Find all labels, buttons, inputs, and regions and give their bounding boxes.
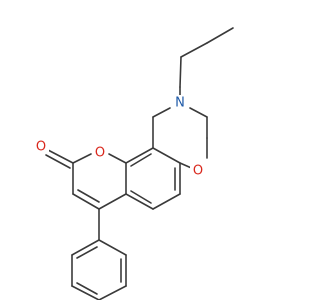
oxazine-oxygen-label: O [193, 164, 203, 179]
bond-ph-inner-3 [76, 246, 98, 259]
bond-butyl-2 [180, 42, 208, 58]
bond-ar-inner-2 [130, 190, 152, 204]
oxazine-o-label-mask [190, 163, 206, 179]
bond-ph-3 [98, 285, 127, 300]
nitrogen-label: N [175, 96, 185, 111]
bond-n-ch2-right [189, 107, 208, 118]
bond-butyl-3 [179, 56, 182, 88]
bond-pyr-ch-c [72, 193, 100, 210]
carbonyl-o-label-mask [33, 138, 49, 154]
bond-pyr-ch-c-double [77, 189, 100, 203]
bond-pyr-o-c [72, 153, 92, 164]
bond-pyr-o-ar [108, 153, 127, 164]
bond-n-ch2-left [152, 107, 171, 118]
bond-ph-6 [71, 239, 100, 256]
bond-ar-inner-3 [130, 153, 152, 167]
ring-oxygen-label: O [95, 146, 105, 161]
bond-ar-1 [152, 147, 181, 164]
bond-butyl-1 [206, 27, 234, 44]
carbonyl-oxygen-label: O [36, 140, 46, 155]
bond-ph-inner-2 [76, 282, 98, 295]
atom-labels: N O O O [33, 95, 206, 179]
bond-ph-4 [71, 285, 100, 300]
bond-pyr-c-ar [98, 193, 127, 210]
bond-carbonyl-1 [47, 149, 74, 164]
bond-carbonyl-2 [45, 154, 71, 169]
bond-ar-4 [125, 193, 154, 210]
molecule-diagram: N O O O [33, 27, 234, 300]
bond-ph-1 [98, 239, 127, 256]
ring-o-label-mask [92, 145, 108, 161]
bond-ar-6 [125, 147, 154, 164]
n-label-mask [172, 95, 188, 111]
bond-ar-3 [152, 193, 181, 210]
